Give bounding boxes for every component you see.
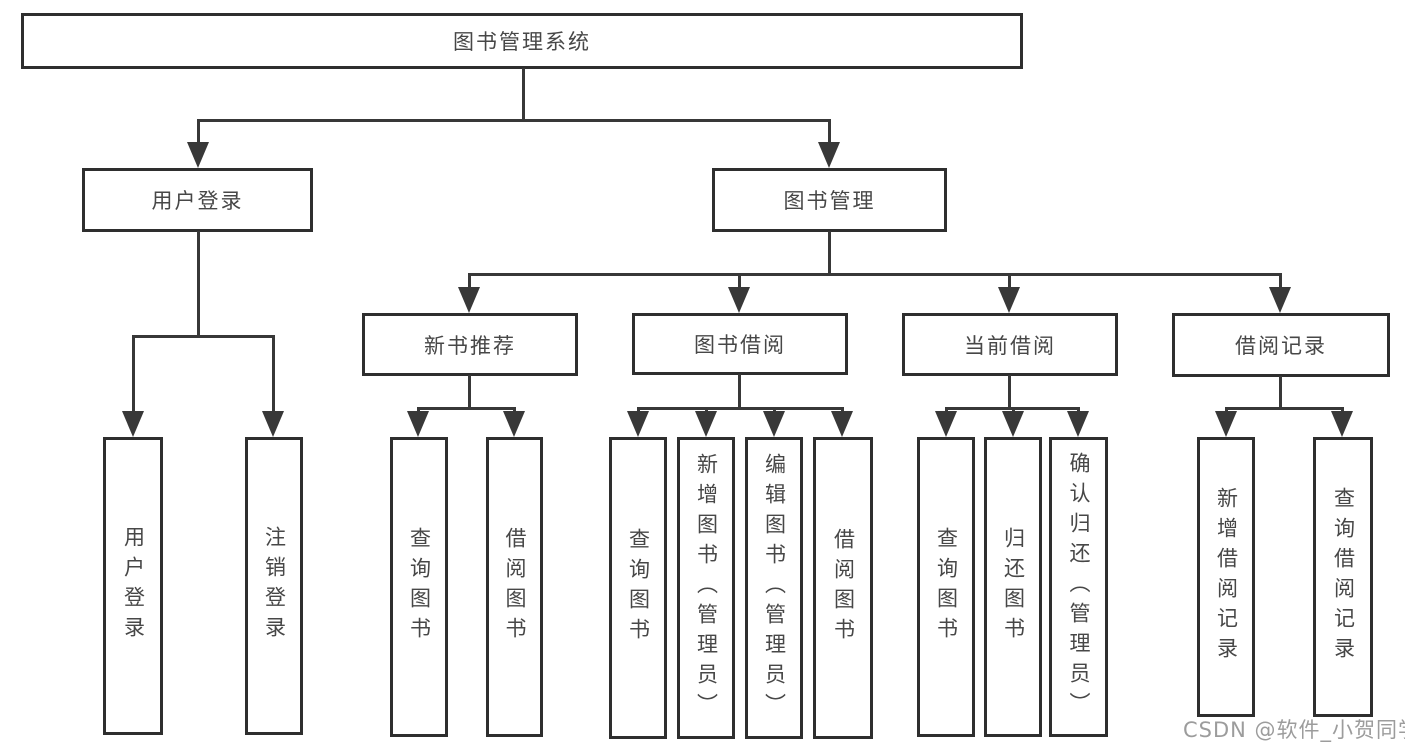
connector-drop-current-borrow	[1008, 273, 1011, 289]
leaf-confirm-return-admin-label: 确认归还（管理员）	[1067, 452, 1091, 722]
leaf-query-books-3: 查询图书	[917, 437, 975, 737]
arrowhead-borrow-books-1	[503, 411, 525, 437]
leaf-user-login-label: 用户登录	[121, 526, 146, 646]
arrowhead-leaf-logout	[262, 411, 284, 437]
leaf-confirm-return-admin: 确认归还（管理员）	[1049, 437, 1108, 737]
node-current-borrow-label: 当前借阅	[964, 333, 1056, 358]
connector-borrow-records-stem	[1279, 376, 1282, 409]
connector-drop-book-borrow	[738, 273, 741, 289]
leaf-edit-books-admin-label: 编辑图书（管理员）	[762, 453, 787, 723]
node-borrow-records-label: 借阅记录	[1235, 334, 1327, 358]
watermark: CSDN @软件_小贺同学	[1183, 718, 1405, 742]
connector-book-management-stem	[828, 231, 831, 275]
connector-level3-branch	[468, 273, 1282, 276]
connector-new-book-recommend-branch	[417, 407, 516, 410]
connector-level2-branch	[197, 119, 831, 122]
arrowhead-query-borrow-record	[1331, 411, 1353, 437]
node-current-borrow: 当前借阅	[902, 313, 1118, 376]
leaf-borrow-books-2: 借阅图书	[813, 437, 873, 739]
leaf-return-books: 归还图书	[984, 437, 1042, 737]
connector-drop-borrow-records	[1279, 273, 1282, 289]
node-new-book-recommend-label: 新书推荐	[424, 333, 516, 358]
connector-root-stem	[522, 68, 525, 120]
node-book-borrow-label: 图书借阅	[694, 333, 786, 357]
arrowhead-book-management	[818, 142, 840, 168]
arrowhead-return-books	[1002, 411, 1024, 437]
connector-drop-user-login	[197, 119, 200, 144]
leaf-add-books-admin-label: 新增图书（管理员）	[694, 453, 719, 723]
node-root-label: 图书管理系统	[453, 30, 591, 54]
connector-user-login-stem	[197, 231, 200, 337]
node-root: 图书管理系统	[21, 13, 1023, 69]
node-book-management-label: 图书管理	[783, 189, 876, 213]
leaf-add-books-admin: 新增图书（管理员）	[677, 437, 735, 739]
arrowhead-new-book-recommend	[458, 287, 480, 313]
arrowhead-query-books-1	[407, 411, 429, 437]
leaf-borrow-books-2-label: 借阅图书	[831, 528, 856, 648]
arrowhead-borrow-records	[1269, 287, 1291, 313]
leaf-logout-label: 注销登录	[262, 526, 287, 646]
connector-drop-leaf-user-login	[132, 335, 135, 413]
leaf-user-login: 用户登录	[103, 437, 163, 735]
connector-drop-leaf-logout	[272, 335, 275, 413]
connector-book-borrow-branch	[637, 407, 844, 410]
leaf-add-borrow-record: 新增借阅记录	[1197, 437, 1255, 717]
arrowhead-add-borrow-record	[1215, 411, 1237, 437]
leaf-query-books-2-label: 查询图书	[626, 528, 651, 648]
leaf-return-books-label: 归还图书	[1001, 527, 1026, 647]
leaf-query-borrow-record: 查询借阅记录	[1313, 437, 1373, 717]
leaf-query-books-1: 查询图书	[390, 437, 448, 737]
arrowhead-borrow-books-2	[831, 411, 853, 437]
arrowhead-book-borrow	[728, 287, 750, 313]
node-book-borrow: 图书借阅	[632, 313, 848, 375]
arrowhead-user-login	[187, 142, 209, 168]
node-book-management: 图书管理	[712, 168, 947, 232]
arrowhead-query-books-3	[935, 411, 957, 437]
connector-book-borrow-stem	[738, 374, 741, 409]
connector-user-login-branch	[132, 335, 275, 338]
leaf-add-borrow-record-label: 新增借阅记录	[1214, 487, 1239, 667]
node-user-login: 用户登录	[82, 168, 313, 232]
node-new-book-recommend: 新书推荐	[362, 313, 578, 376]
leaf-borrow-books-1-label: 借阅图书	[503, 527, 527, 647]
node-user-login-label: 用户登录	[151, 189, 244, 213]
leaf-borrow-books-1: 借阅图书	[486, 437, 543, 737]
leaf-query-books-2: 查询图书	[609, 437, 667, 739]
connector-drop-book-management	[828, 119, 831, 144]
leaf-query-books-3-label: 查询图书	[934, 527, 959, 647]
leaf-query-books-1-label: 查询图书	[407, 527, 432, 647]
leaf-edit-books-admin: 编辑图书（管理员）	[745, 437, 803, 739]
connector-current-borrow-stem	[1008, 375, 1011, 409]
connector-new-book-recommend-stem	[468, 375, 471, 409]
arrowhead-current-borrow	[998, 287, 1020, 313]
connector-borrow-records-branch	[1225, 407, 1344, 410]
arrowhead-add-books-admin	[695, 411, 717, 437]
arrowhead-edit-books-admin	[763, 411, 785, 437]
arrowhead-confirm-return	[1067, 411, 1089, 437]
leaf-query-borrow-record-label: 查询借阅记录	[1331, 487, 1356, 667]
connector-drop-new-book-recommend	[468, 273, 471, 289]
arrowhead-leaf-user-login	[122, 411, 144, 437]
arrowhead-query-books-2	[627, 411, 649, 437]
node-borrow-records: 借阅记录	[1172, 313, 1390, 377]
leaf-logout: 注销登录	[245, 437, 303, 735]
